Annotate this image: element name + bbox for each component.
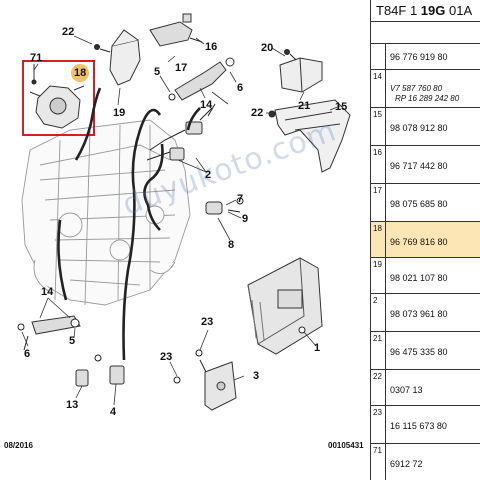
callout-4: 4 <box>110 406 117 418</box>
callout-14-top: 14 <box>200 99 213 111</box>
row-alt-number-1: V7 587 760 80 <box>390 84 443 93</box>
callout-8: 8 <box>228 239 235 251</box>
footer-ref: 00105431 <box>328 441 364 450</box>
part-18-pump <box>29 85 85 129</box>
cable-harness <box>57 87 201 361</box>
row-number: 21 <box>371 332 386 369</box>
row-number: 14 <box>371 70 386 107</box>
table-row[interactable]: 22 0307 13 <box>371 370 480 406</box>
callout-22-right: 22 <box>251 107 264 119</box>
callout-23-upper: 23 <box>201 316 214 328</box>
callout-21: 21 <box>298 100 311 112</box>
table-row[interactable]: 14 V7 587 760 80 RP 16 289 242 80 <box>371 70 480 108</box>
table-row[interactable]: 23 16 115 673 80 <box>371 406 480 444</box>
callout-20: 20 <box>261 42 274 54</box>
row-number: 19 <box>371 258 386 293</box>
callout-5-bottom: 5 <box>69 335 76 347</box>
table-row[interactable]: 15 98 078 912 80 <box>371 108 480 146</box>
callout-7: 7 <box>237 193 244 205</box>
table-row[interactable]: 19 98 021 107 80 <box>371 258 480 294</box>
row-alt-number-2: RP 16 289 242 80 <box>395 94 460 103</box>
part-6-sensor <box>31 315 81 335</box>
row-number: 23 <box>371 406 386 443</box>
table-row[interactable]: 2 98 073 961 80 <box>371 294 480 332</box>
part-16-sensor <box>149 13 193 47</box>
table-row[interactable]: 96 776 919 80 <box>371 44 480 70</box>
row-part-number: 16 115 673 80 <box>390 421 447 431</box>
row-part-number: 98 075 685 80 <box>390 199 448 209</box>
part-19-bracket <box>109 29 141 86</box>
callout-16: 16 <box>205 41 218 53</box>
part-13-4 <box>75 365 125 387</box>
part-5-actuator <box>174 57 235 101</box>
row-part-number: 96 475 335 80 <box>390 347 448 357</box>
header-prefix: T84F 1 <box>376 3 421 18</box>
callout-3: 3 <box>253 370 260 382</box>
row-part-number: 98 073 961 80 <box>390 309 448 319</box>
callout-17: 17 <box>175 62 188 74</box>
part-20-21-bracket <box>279 57 323 93</box>
row-number: 18 <box>371 222 386 257</box>
table-row[interactable]: 21 96 475 335 80 <box>371 332 480 370</box>
exploded-parts-diagram: duyukoto.com 22 71 18 17 16 19 5 6 14 20… <box>4 13 364 450</box>
callout-6-top: 6 <box>237 82 244 94</box>
table-header: T84F 1 19G 01A <box>371 0 480 22</box>
footer-date: 08/2016 <box>4 441 33 450</box>
callout-18: 18 <box>74 67 87 79</box>
part-7-8-9 <box>205 201 223 215</box>
callout-bubble-18 <box>71 64 89 82</box>
callout-22-top: 22 <box>62 26 75 38</box>
callout-23-lower: 23 <box>160 351 173 363</box>
row-part-number: 0307 13 <box>390 385 423 395</box>
part-15-frame <box>274 99 351 173</box>
diagram-drawing <box>17 13 351 411</box>
header-suffix: 01A <box>445 3 473 18</box>
part-3-module <box>204 361 237 411</box>
callout-13: 13 <box>66 399 79 411</box>
leader-lines <box>21 35 341 406</box>
row-number: 22 <box>371 370 386 405</box>
row-part-number: 96 769 816 80 <box>390 237 448 247</box>
row-part-number: 6912 72 <box>390 459 423 469</box>
parts-table: T84F 1 19G 01A 96 776 919 80 14 V7 587 7… <box>370 0 480 480</box>
callout-1: 1 <box>314 342 321 354</box>
row-number: 17 <box>371 184 386 221</box>
callout-14-bottom: 14 <box>41 286 54 298</box>
engine-block <box>21 119 191 306</box>
row-number: 71 <box>371 444 386 480</box>
callout-5-top: 5 <box>154 66 161 78</box>
row-part-number: 98 021 107 80 <box>390 273 448 283</box>
row-number: 15 <box>371 108 386 145</box>
row-part-number: 96 776 919 80 <box>390 52 448 62</box>
row-number: 2 <box>371 294 386 331</box>
header-bold: 19G <box>420 3 446 18</box>
row-part-number: 98 078 912 80 <box>390 123 448 133</box>
callout-9: 9 <box>242 213 249 225</box>
table-spacer-row <box>371 22 480 44</box>
callout-19: 19 <box>113 107 126 119</box>
row-number <box>371 44 386 69</box>
table-row[interactable]: 16 96 717 442 80 <box>371 146 480 184</box>
row-part-number: 96 717 442 80 <box>390 161 448 171</box>
callout-15: 15 <box>335 101 348 113</box>
callout-71: 71 <box>30 52 43 64</box>
callout-2: 2 <box>205 169 212 181</box>
table-row-highlighted[interactable]: 18 96 769 816 80 <box>371 222 480 258</box>
highlight-box-18 <box>22 60 95 136</box>
row-number: 16 <box>371 146 386 183</box>
table-row[interactable]: 17 98 075 685 80 <box>371 184 480 222</box>
table-row[interactable]: 71 6912 72 <box>371 444 480 480</box>
callout-6-bottom: 6 <box>24 348 31 360</box>
